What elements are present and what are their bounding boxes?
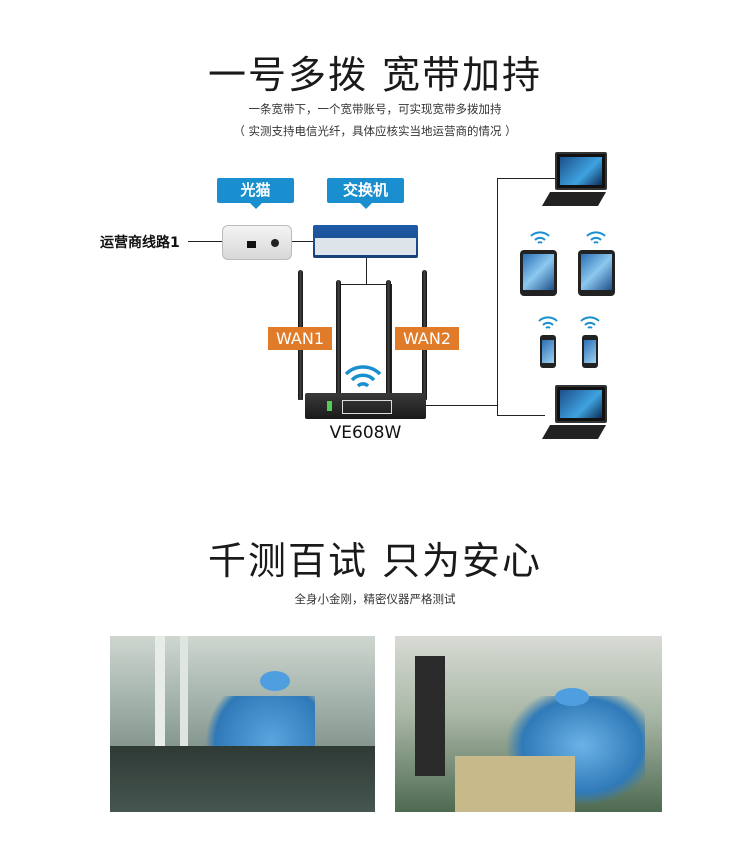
wifi-icon xyxy=(538,316,558,329)
factory-photo-1 xyxy=(110,636,375,812)
section-subtitle-testing: 全身小金刚，精密仪器严格测试 xyxy=(294,592,456,606)
wifi-icon xyxy=(586,231,606,244)
antenna-icon xyxy=(386,280,391,400)
smartphone-icon xyxy=(582,335,598,368)
section-title-testing: 千测百试 只为安心 xyxy=(207,539,543,583)
connector-line xyxy=(497,178,555,179)
connector-line xyxy=(497,178,498,416)
connector-line xyxy=(497,415,545,416)
wan2-label: WAN2 xyxy=(395,327,459,350)
antenna-icon xyxy=(336,280,341,400)
smartphone-icon xyxy=(540,335,556,368)
carrier-line-label: 运营商线路1 xyxy=(100,235,180,251)
router-device-icon xyxy=(305,393,426,419)
section-subtitle-2: （ 实测支持电信光纤，具体应核实当地运营商的情况 ） xyxy=(233,124,517,138)
tablet-icon xyxy=(578,250,615,296)
wifi-icon xyxy=(580,316,600,329)
router-model-label: VE608W xyxy=(329,423,402,443)
connector-line xyxy=(340,284,392,285)
connector-line xyxy=(188,241,224,242)
factory-photo-2 xyxy=(395,636,662,812)
switch-device-icon xyxy=(313,225,418,258)
connector-line xyxy=(366,258,367,285)
desktop-computer-icon xyxy=(555,152,607,190)
modem-tag: 光猫 xyxy=(217,178,294,209)
wifi-icon xyxy=(344,365,382,388)
section-subtitle-1: 一条宽带下，一个宽带账号，可实现宽带多拨加持 xyxy=(248,102,502,116)
keyboard-icon xyxy=(541,192,607,206)
connector-line xyxy=(391,284,392,394)
switch-tag: 交换机 xyxy=(327,178,404,209)
connector-line xyxy=(288,241,314,242)
desktop-computer-icon xyxy=(555,385,607,423)
section-title-multi-dial: 一号多拨 宽带加持 xyxy=(207,53,543,97)
modem-device-icon xyxy=(222,225,292,260)
wifi-icon xyxy=(530,231,550,244)
keyboard-icon xyxy=(541,425,607,439)
tablet-icon xyxy=(520,250,557,296)
network-diagram: 光猫 交换机 运营商线路1 WAN1 WAN2 xyxy=(100,152,615,443)
connector-line xyxy=(426,405,498,406)
wan1-label: WAN1 xyxy=(268,327,332,350)
